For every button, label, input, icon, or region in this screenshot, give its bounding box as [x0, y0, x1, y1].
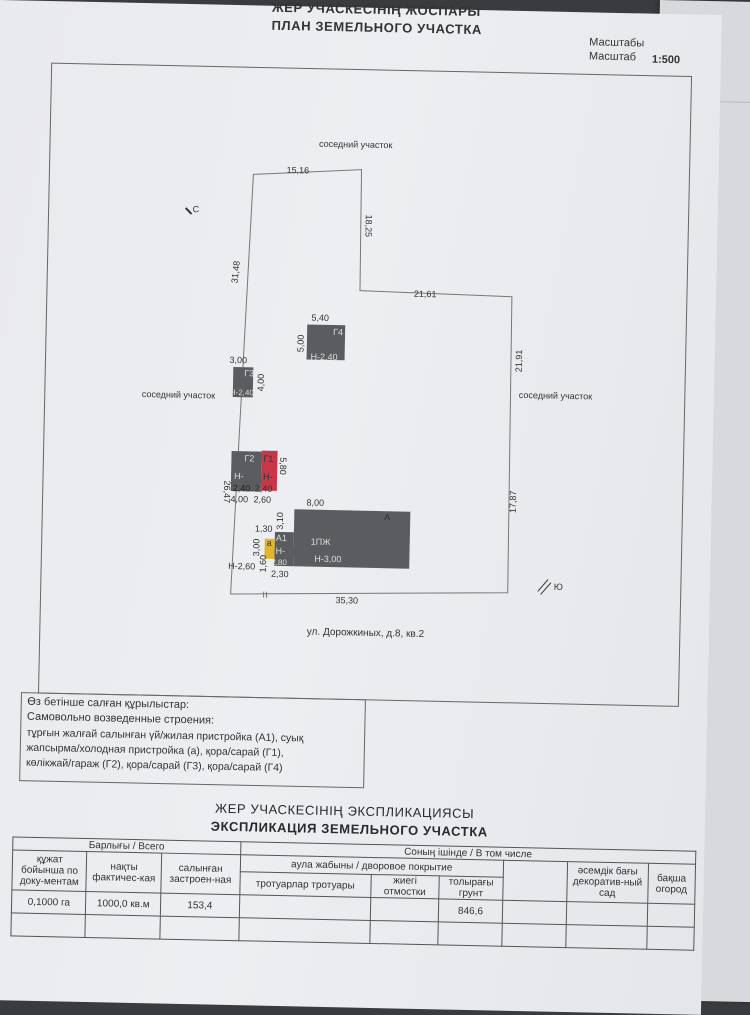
explication-table: Барлығы / Всего Соның ішінде / В том чис… — [10, 836, 696, 950]
document-sheet: ЖЕР УЧАСКЕСІНІҢ ЖОСПАРЫ ПЛАН ЗЕМЕЛЬНОГО … — [0, 0, 722, 1015]
cell-garden — [566, 902, 647, 927]
col-soil-spacer — [503, 860, 568, 901]
empty-cell — [566, 925, 647, 950]
cell-extra — [502, 900, 566, 924]
cell-soil: 846,6 — [438, 899, 502, 923]
empty-cell — [85, 914, 160, 939]
col-veg: бақша огород — [647, 863, 695, 904]
col-blind: жиегі отмостки — [371, 874, 440, 898]
col-sidewalk: тротуарлар тротуары — [239, 872, 371, 898]
cell-blind — [370, 897, 439, 921]
empty-cell — [438, 922, 502, 946]
col-actual: нақты фактичес-кая — [86, 852, 161, 894]
empty-cell — [160, 916, 239, 941]
cell-actual: 1000,0 кв.м — [86, 892, 161, 917]
empty-cell — [238, 918, 370, 944]
empty-cell — [646, 926, 694, 950]
empty-cell — [502, 923, 566, 947]
col-soil: толырағы грунт — [439, 876, 503, 900]
col-garden: әсемдік бағы декоратив-ный сад — [567, 862, 649, 904]
col-docs: құжат бойынша по доку-ментам — [12, 850, 87, 892]
cell-veg — [647, 903, 695, 927]
cell-built: 153,4 — [160, 893, 239, 918]
cell-sidewalk — [239, 895, 371, 921]
empty-cell — [11, 913, 86, 938]
empty-cell — [370, 920, 439, 944]
col-built: салынған застроен-ная — [161, 853, 240, 895]
cell-docs: 0,1000 га — [11, 890, 86, 915]
